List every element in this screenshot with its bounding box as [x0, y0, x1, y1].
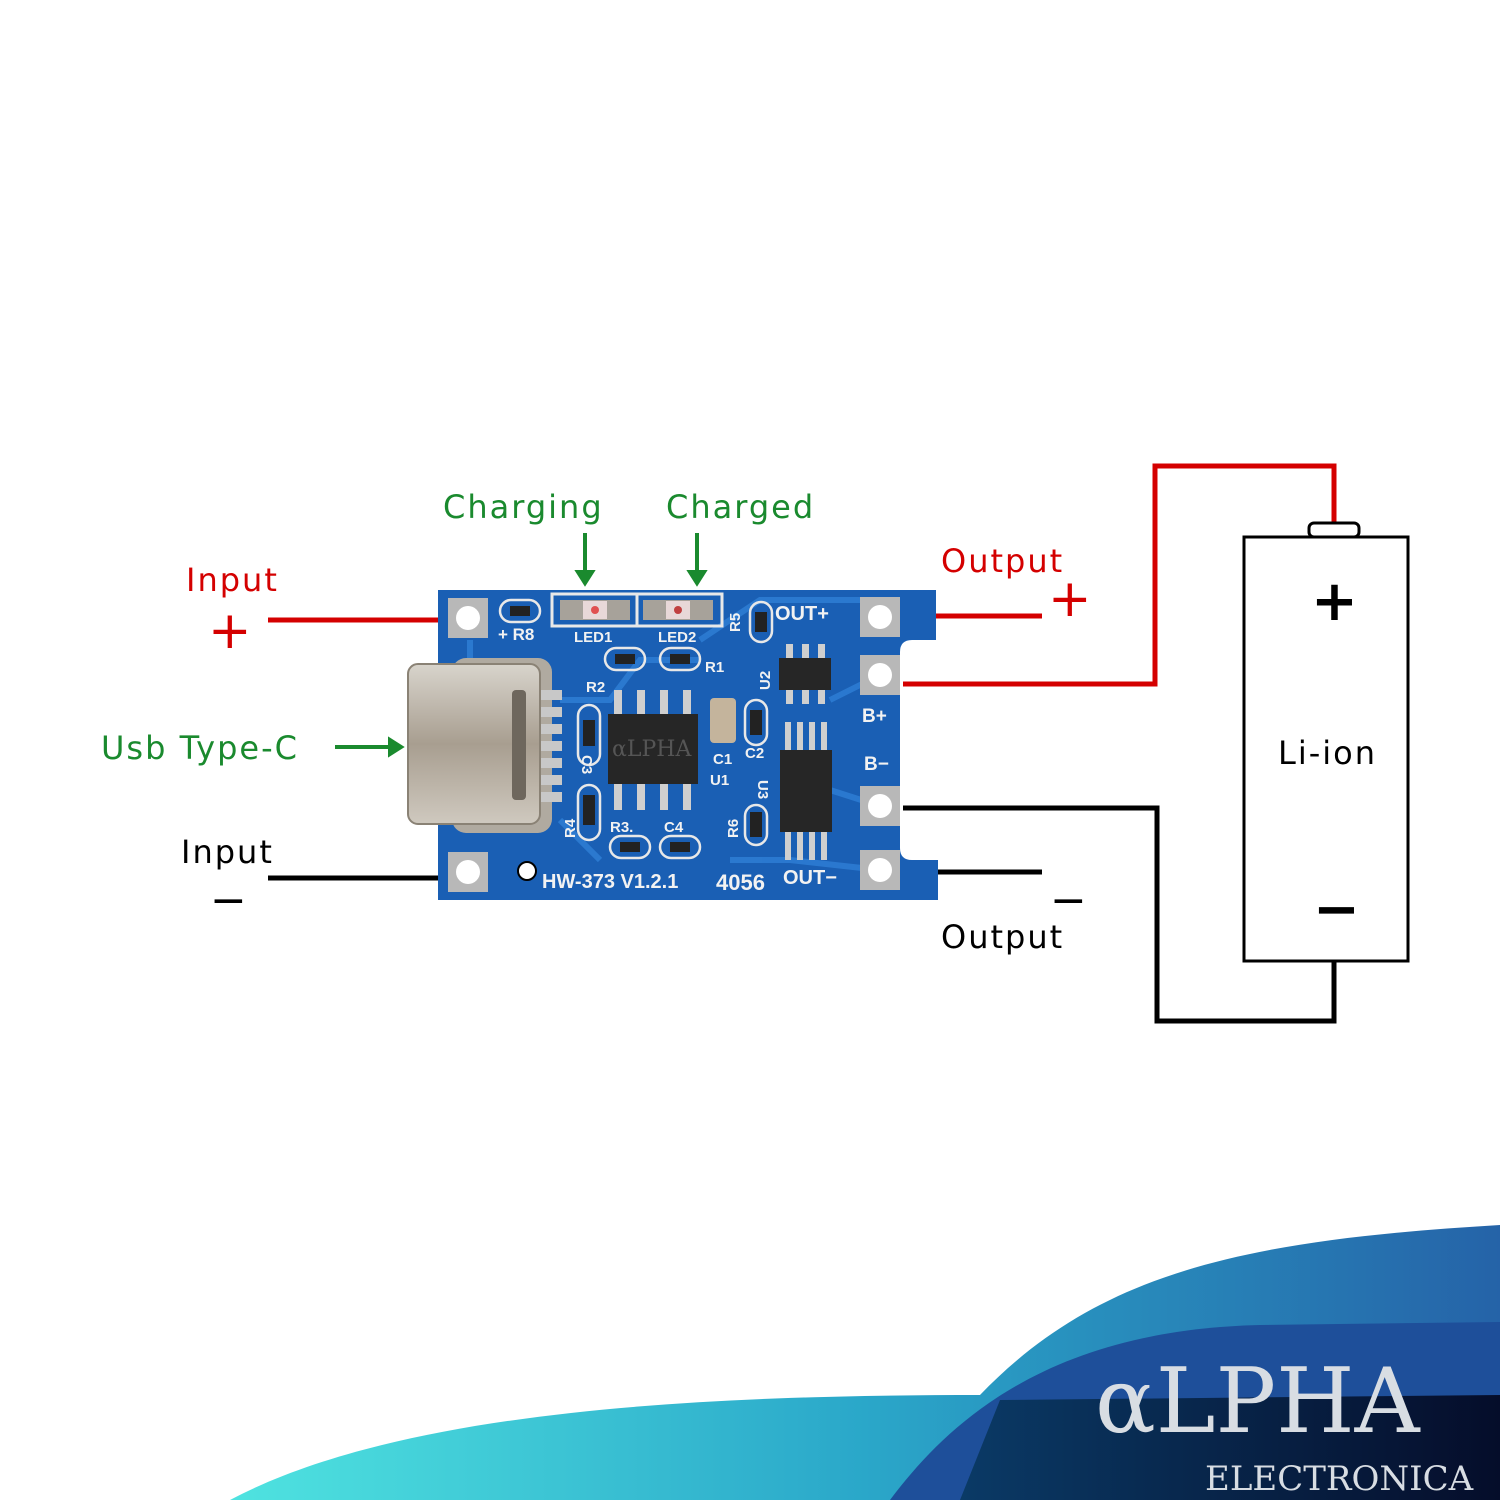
- charging-label: Charging: [443, 488, 604, 526]
- battery-minus-sign: −: [1313, 877, 1362, 942]
- led2: [643, 600, 713, 620]
- silk-r6: R6: [725, 819, 742, 838]
- input-negative-label: Input: [181, 833, 274, 871]
- battery-negative-wire: [903, 805, 1337, 1024]
- silk-c3: C3: [578, 755, 595, 774]
- u2-chip: [779, 644, 831, 704]
- silk-r3: R3.: [610, 819, 633, 836]
- silk-b-neg: B−: [864, 754, 889, 775]
- input-positive-label: Input: [186, 561, 279, 599]
- charged-label: Charged: [666, 488, 815, 526]
- silk-u1: U1: [710, 772, 729, 789]
- silk-out-neg: OUT−: [783, 867, 837, 889]
- silk-b-pos: B+: [862, 706, 887, 727]
- li-ion-battery: [1242, 521, 1410, 963]
- u3-chip: [780, 722, 832, 860]
- pcb-chip: 4056: [716, 870, 765, 895]
- usb-type-c-connector: [407, 658, 562, 833]
- battery-label: Li-ion: [1278, 734, 1377, 772]
- silk-r2: R2: [586, 679, 605, 696]
- silk-c2: C2: [745, 745, 764, 762]
- input-negative-sign: −: [210, 875, 249, 926]
- silk-r8: + R8: [498, 625, 534, 644]
- silk-u3: U3: [754, 780, 771, 799]
- logo-text-main: αLPHA: [1095, 1349, 1421, 1454]
- brand-banner: αLPHA ELECTRONICA: [230, 1225, 1500, 1500]
- silk-r1: R1: [705, 659, 724, 676]
- wires: [268, 463, 1337, 1024]
- u1-chip: αLPHA: [608, 690, 698, 810]
- arrows: [335, 533, 708, 758]
- silk-r5: R5: [727, 613, 744, 632]
- silk-led2: LED2: [658, 629, 696, 646]
- output-negative-sign: −: [1050, 875, 1089, 926]
- silk-r4: R4: [562, 818, 579, 838]
- output-positive-sign: +: [1048, 569, 1094, 629]
- logo-text-sub: ELECTRONICA: [1205, 1459, 1474, 1499]
- silk-c4: C4: [664, 819, 684, 836]
- output-negative-label: Output: [941, 918, 1064, 956]
- pcb-model: HW-373 V1.2.1: [542, 871, 678, 893]
- silk-led1: LED1: [574, 629, 612, 646]
- battery-plus-sign: +: [1311, 569, 1360, 634]
- silk-out-pos: OUT+: [775, 603, 829, 625]
- input-positive-sign: +: [208, 601, 254, 661]
- usb-type-c-label: Usb Type-C: [101, 729, 299, 767]
- silk-u2: U2: [757, 671, 774, 690]
- tp4056-pcb: αLPHA + R8 LED1 LED2 R1 R2 R3. C4 C1 C2: [407, 590, 938, 900]
- output-positive-label: Output: [941, 542, 1064, 580]
- alpha-electronica-logo: αLPHA ELECTRONICA: [1095, 1349, 1474, 1499]
- silk-c1: C1: [713, 751, 732, 768]
- battery-positive-wire: [903, 463, 1337, 687]
- chip-marking: αLPHA: [612, 737, 692, 762]
- led1: [560, 600, 630, 620]
